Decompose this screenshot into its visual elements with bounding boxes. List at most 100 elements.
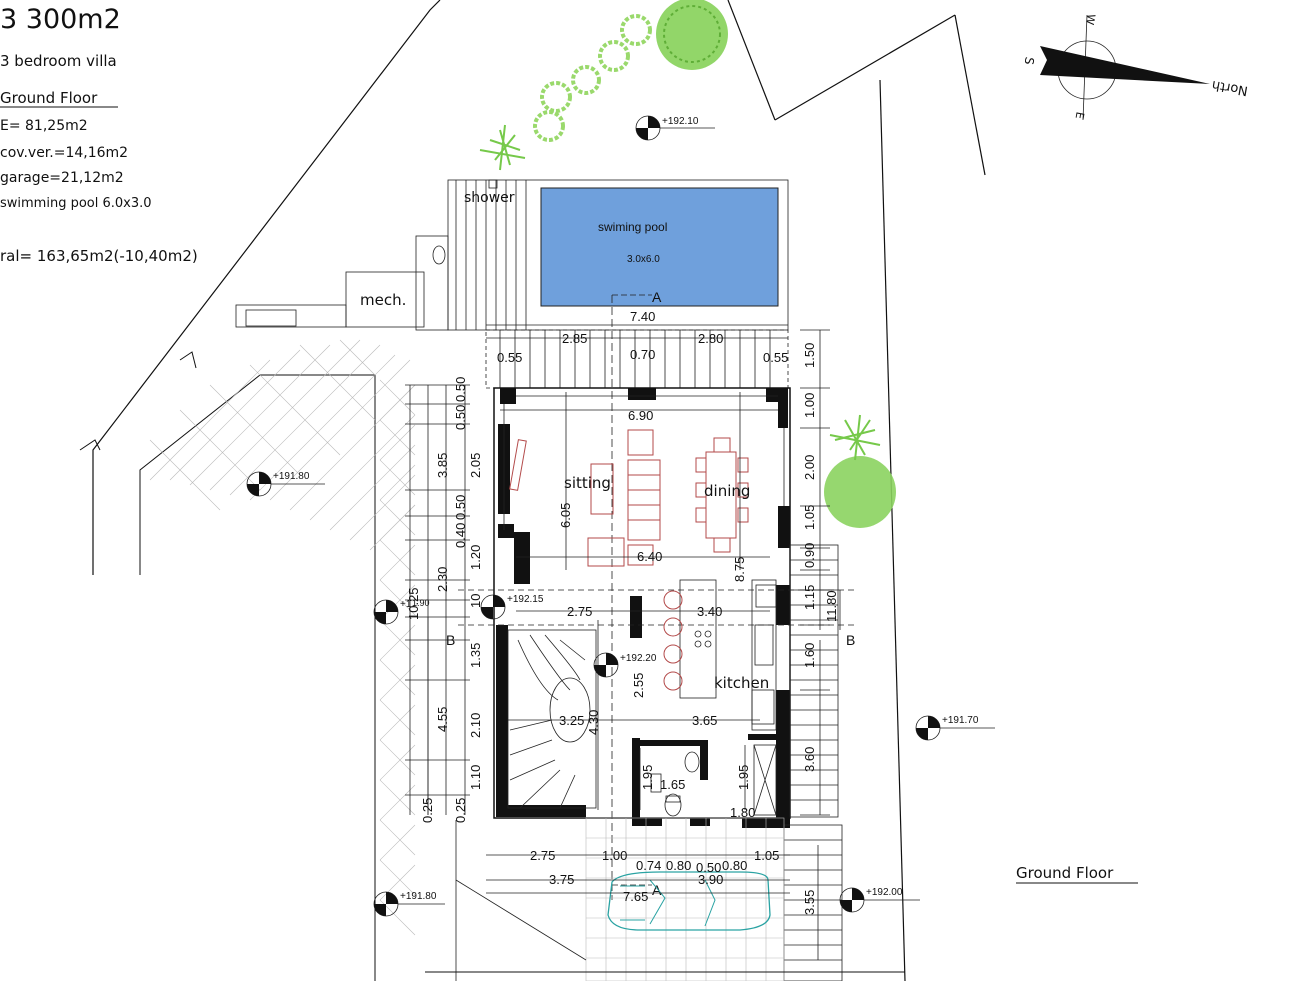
dim-left-455: 4.55 xyxy=(435,707,450,732)
level-marker-center xyxy=(593,652,619,678)
level-marker-entry xyxy=(480,594,506,620)
dim-stair-depth: 4.30 xyxy=(586,710,601,735)
garage-area xyxy=(455,817,785,981)
dim-right-090: 0.90 xyxy=(802,543,817,568)
dim-garage-080b: 0.80 xyxy=(722,858,747,873)
staircase xyxy=(507,629,597,809)
level-left: +191.80 xyxy=(273,471,310,482)
level-marker-side xyxy=(373,599,399,625)
floor-heading: Ground Floor xyxy=(0,89,98,107)
car-outline xyxy=(607,871,771,931)
compass-south: S xyxy=(1022,56,1037,66)
dining-label: dining xyxy=(704,482,750,500)
dim-wc-h2: 1.95 xyxy=(736,765,751,790)
dim-garage-074: 0.74 xyxy=(636,858,661,873)
level-marker-bottom-left xyxy=(373,891,445,917)
house-walls xyxy=(493,387,791,828)
section-b-right: B xyxy=(846,632,855,648)
dim-garage-375: 3.75 xyxy=(549,872,574,887)
kitchen-label: kitchen xyxy=(714,674,769,692)
dim-left-210: 2.10 xyxy=(468,713,483,738)
dim-top-left-edge: 0.55 xyxy=(497,350,522,365)
total-area: ral= 163,65m2(-10,40m2) xyxy=(0,247,198,265)
ground-floor-label: Ground Floor xyxy=(1016,864,1114,882)
compass-rose: North S E W xyxy=(1022,13,1249,121)
living-furniture xyxy=(509,429,749,567)
dim-garage-275: 2.75 xyxy=(530,848,555,863)
compass-east: E xyxy=(1073,111,1087,120)
level-side-2: 1.90 xyxy=(412,598,430,608)
dim-top-right: 2.80 xyxy=(698,331,723,346)
area-line-4: swimming pool 6.0x3.0 xyxy=(0,196,152,211)
level-marker-left xyxy=(246,471,325,497)
dim-garage-100: 1.00 xyxy=(602,848,627,863)
dim-right-1180: 11.80 xyxy=(824,590,839,622)
dim-left-385: 3.85 xyxy=(435,453,450,478)
level-side: +1 xyxy=(400,599,412,610)
dim-left-120: 1.20 xyxy=(468,545,483,570)
dim-left-025b: 0.25 xyxy=(453,798,468,823)
villa-subtitle: 3 bedroom villa xyxy=(0,52,117,70)
dim-garage-080a: 0.80 xyxy=(666,858,691,873)
dim-left-1025: 10.25 xyxy=(406,587,421,620)
kitchen-fixtures xyxy=(663,579,777,816)
dim-right-105: 1.05 xyxy=(802,505,817,530)
dim-right-360: 3.60 xyxy=(802,747,817,772)
dim-right-150: 1.50 xyxy=(802,343,817,368)
dim-wc-h1: 1.95 xyxy=(640,765,655,790)
sitting-label: sitting xyxy=(564,474,611,492)
dim-living-width: 6.90 xyxy=(628,408,653,423)
compass-north: North xyxy=(1211,77,1249,98)
mech-room: mech. xyxy=(235,235,449,331)
dim-right-160: 1.60 xyxy=(802,643,817,668)
dim-right-115: 1.15 xyxy=(802,585,817,610)
dim-garage-390: 3.90 xyxy=(698,872,723,887)
dim-left-10: 10 xyxy=(468,594,483,608)
area-line-2: cov.ver.=14,16m2 xyxy=(0,145,128,161)
pool-size: 3.0x6.0 xyxy=(627,254,660,265)
dim-top-total: 7.40 xyxy=(630,309,655,324)
dim-living-inner: 6.40 xyxy=(637,549,662,564)
garden-trees xyxy=(479,0,896,528)
area-line-1: E= 81,25m2 xyxy=(0,118,88,134)
dim-right-100: 1.00 xyxy=(802,393,817,418)
shower-label: shower xyxy=(464,190,515,206)
section-a-bottom: A xyxy=(652,882,662,898)
level-center: +192.20 xyxy=(620,653,657,664)
dim-living-depth: 6.05 xyxy=(558,503,573,528)
dim-wc-w: 1.65 xyxy=(660,777,685,792)
dim-kitchen-left: 2.75 xyxy=(567,604,592,619)
dim-wc-w2: 1.80 xyxy=(730,805,755,820)
dim-left-230: 2.30 xyxy=(435,567,450,592)
dim-garage-050: 0.50 xyxy=(696,860,721,875)
pool-name: swiming pool xyxy=(598,220,667,234)
paving-hatch xyxy=(149,339,416,936)
dim-kitchen-depth: 2.55 xyxy=(631,673,646,698)
dim-stair-width: 3.25 xyxy=(559,713,584,728)
dim-left-110: 1.10 xyxy=(468,765,483,790)
pool-area: swiming pool 3.0x6.0 shower xyxy=(447,179,789,331)
dim-top-mid: 0.70 xyxy=(630,347,655,362)
level-markers xyxy=(246,115,995,917)
mech-label: mech. xyxy=(360,291,406,309)
dim-left-050c: 0.50 xyxy=(453,495,468,520)
plot-title: 3 300m2 xyxy=(0,4,121,35)
dim-top-left: 2.85 xyxy=(562,331,587,346)
area-line-3: garage=21,12m2 xyxy=(0,170,124,186)
dim-right-200: 2.00 xyxy=(802,455,817,480)
dim-left-025a: 0.25 xyxy=(420,798,435,823)
level-bottom-left: +191.80 xyxy=(400,891,437,902)
dimension-lines xyxy=(405,324,841,960)
dim-kitchen-right: 3.40 xyxy=(697,604,722,619)
dim-left-040: 0.40 xyxy=(453,523,468,548)
level-marker-top xyxy=(635,115,715,141)
dim-left-050b: 0.50 xyxy=(453,405,468,430)
section-a-top: A xyxy=(652,289,662,305)
dim-left-050a: 0.50 xyxy=(453,377,468,402)
level-marker-right xyxy=(915,715,995,741)
dim-total-depth: 8.75 xyxy=(732,557,747,582)
dim-top-right-edge: 0.55 xyxy=(763,350,788,365)
wc-room xyxy=(650,751,700,817)
dim-left-205: 2.05 xyxy=(468,453,483,478)
